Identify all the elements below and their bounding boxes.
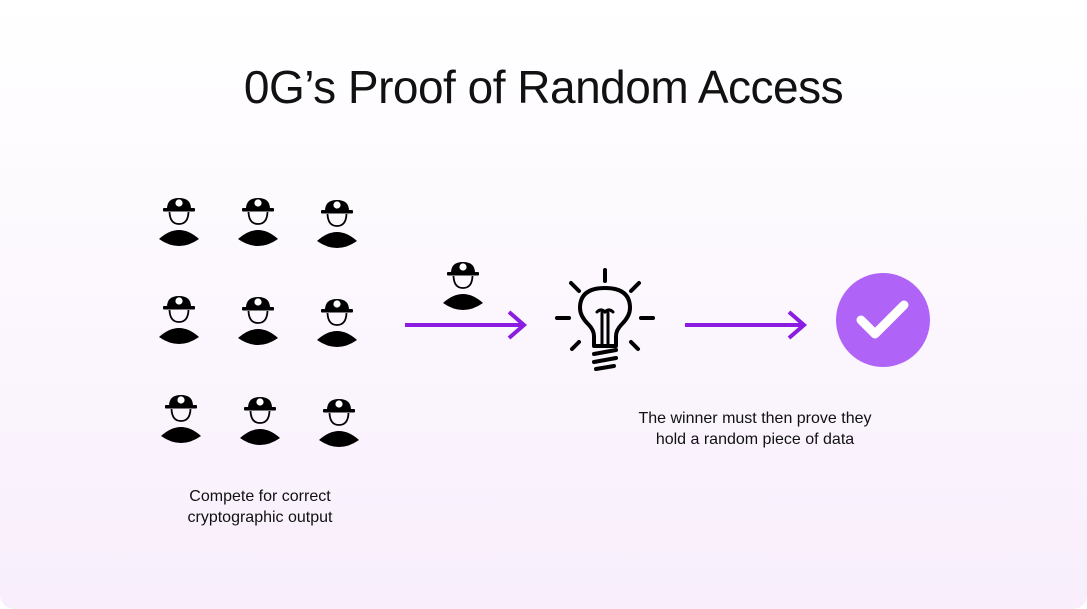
winner-caption-line-2: hold a random piece of data [655,431,855,448]
miner-icon [238,394,282,446]
arrow-icon [405,310,528,340]
miner-icon [159,392,203,444]
compete-caption-line-1: Compete for correct [189,488,331,505]
lightbulb-icon [555,268,655,371]
miner-icon [315,296,359,348]
miner-icon [315,197,359,249]
winner-caption: The winner must then prove they hold a r… [605,408,905,450]
compete-caption: Compete for correct cryptographic output [140,486,380,528]
page-title: 0G’s Proof of Random Access [243,61,844,113]
miner-icon [317,396,361,448]
miner-icon [236,195,280,247]
miner-icon [157,195,201,247]
compete-caption-line-2: cryptographic output [187,509,333,526]
miner-icon [157,293,201,345]
arrow-icon [685,310,808,340]
winner-miner-icon [441,259,485,311]
miner-icon [236,294,280,346]
winner-caption-line-1: The winner must then prove they [638,410,872,427]
checkmark-icon [836,273,930,367]
